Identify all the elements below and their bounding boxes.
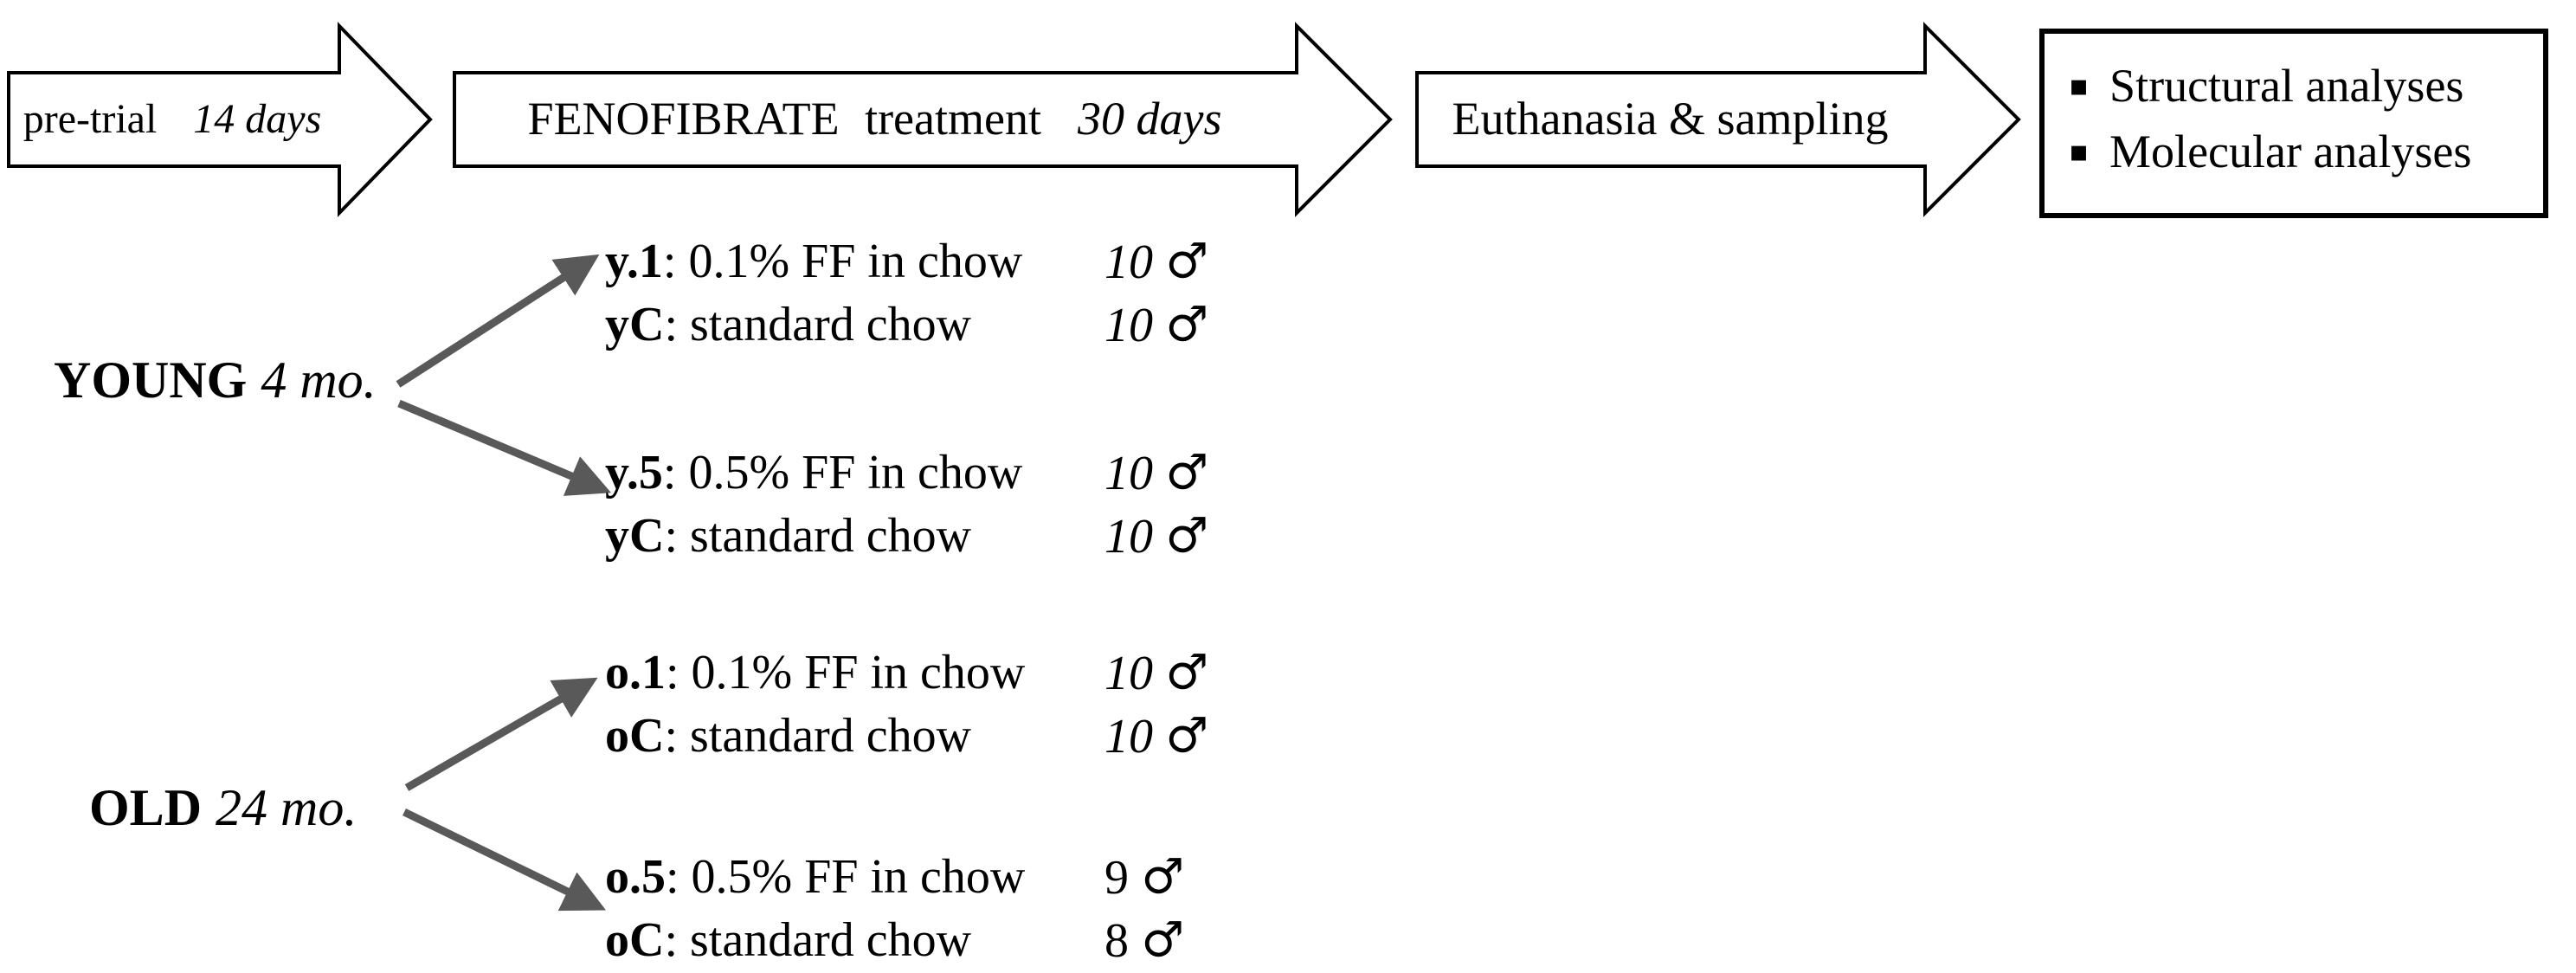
group-count: 10 bbox=[1104, 299, 1153, 352]
branch-arrow-young-up-icon bbox=[396, 254, 600, 388]
male-symbol: ♂ bbox=[1141, 849, 1185, 905]
step-label: FENOFIBRATE treatment bbox=[527, 93, 1041, 145]
group-row: o.5: 0.5% FF in chow 9♂ bbox=[605, 846, 1280, 909]
step-label: Euthanasia & sampling bbox=[1452, 93, 1889, 145]
flow-arrow-euthanasia bbox=[1415, 22, 2021, 217]
group-desc: : standard chow bbox=[664, 509, 972, 563]
male-symbol: ♂ bbox=[1165, 234, 1209, 290]
flow-step-treatment: FENOFIBRATE treatment 30 days bbox=[453, 71, 1297, 166]
group-count: 9 bbox=[1104, 851, 1129, 905]
group-y1: y.1: 0.1% FF in chow 10♂ yC: standard ch… bbox=[605, 230, 1280, 357]
flow-arrow-pretrial bbox=[7, 22, 433, 217]
group-desc: : 0.5% FF in chow bbox=[662, 446, 1023, 499]
flow-arrow-treatment bbox=[453, 22, 1393, 217]
outcome-item: ▪ Molecular analyses bbox=[2069, 119, 2543, 184]
cohort-age: 4 mo. bbox=[261, 351, 377, 409]
group-desc: : 0.1% FF in chow bbox=[662, 235, 1023, 288]
group-o1: o.1: 0.1% FF in chow 10♂ oC: standard ch… bbox=[605, 641, 1280, 768]
male-symbol: ♂ bbox=[1165, 645, 1209, 701]
group-row: o.1: 0.1% FF in chow 10♂ bbox=[605, 641, 1280, 705]
group-y5: y.5: 0.5% FF in chow 10♂ yC: standard ch… bbox=[605, 441, 1280, 568]
step-duration: 30 days bbox=[1077, 93, 1222, 145]
male-symbol: ♂ bbox=[1165, 297, 1209, 353]
square-bullet-icon: ▪ bbox=[2069, 68, 2090, 103]
group-row: yC: standard chow 10♂ bbox=[605, 505, 1280, 568]
step-duration: 14 days bbox=[193, 95, 322, 142]
group-row: oC: standard chow 10♂ bbox=[605, 705, 1280, 768]
group-code: o.5 bbox=[605, 850, 666, 904]
outcomes-box: ▪ Structural analyses ▪ Molecular analys… bbox=[2039, 29, 2548, 218]
group-code: y.1 bbox=[605, 235, 663, 288]
flow-step-euthanasia: Euthanasia & sampling bbox=[1415, 71, 1925, 166]
male-symbol: ♂ bbox=[1165, 508, 1209, 564]
male-symbol: ♂ bbox=[1141, 912, 1185, 969]
outcome-label: Structural analyses bbox=[2109, 60, 2464, 112]
male-symbol: ♂ bbox=[1165, 708, 1209, 764]
cohort-age: 24 mo. bbox=[216, 779, 357, 836]
group-count: 10 bbox=[1104, 235, 1153, 289]
male-symbol: ♂ bbox=[1165, 445, 1209, 501]
group-row: y.5: 0.5% FF in chow 10♂ bbox=[605, 441, 1280, 505]
group-code: yC bbox=[605, 509, 665, 563]
group-count: 10 bbox=[1104, 447, 1153, 500]
flow-step-pretrial: pre-trial 14 days bbox=[7, 71, 338, 166]
group-count: 10 bbox=[1104, 647, 1153, 700]
group-desc: : standard chow bbox=[664, 298, 972, 351]
cohort-name: OLD bbox=[89, 779, 203, 836]
group-desc: : 0.5% FF in chow bbox=[666, 850, 1026, 904]
group-count: 10 bbox=[1104, 510, 1153, 564]
group-row: y.1: 0.1% FF in chow 10♂ bbox=[605, 230, 1280, 293]
group-code: oC bbox=[605, 709, 665, 763]
outcome-item: ▪ Structural analyses bbox=[2069, 53, 2543, 119]
group-desc: : 0.1% FF in chow bbox=[666, 646, 1026, 699]
outcome-label: Molecular analyses bbox=[2109, 126, 2472, 177]
branch-arrow-young-down-icon bbox=[397, 399, 612, 496]
group-count: 8 bbox=[1104, 914, 1129, 968]
group-o5: o.5: 0.5% FF in chow 9♂ oC: standard cho… bbox=[605, 846, 1280, 972]
group-code: oC bbox=[605, 913, 665, 967]
group-row: oC: standard chow 8♂ bbox=[605, 909, 1280, 972]
group-desc: : standard chow bbox=[664, 913, 972, 967]
group-code: yC bbox=[605, 298, 665, 351]
step-label: pre-trial bbox=[23, 95, 158, 142]
group-code: y.5 bbox=[605, 446, 663, 499]
branch-arrow-old-up-icon bbox=[404, 677, 598, 791]
group-count: 10 bbox=[1104, 710, 1153, 764]
group-row: yC: standard chow 10♂ bbox=[605, 293, 1280, 357]
branch-arrow-old-down-icon bbox=[402, 808, 607, 912]
group-code: o.1 bbox=[605, 646, 666, 699]
group-desc: : standard chow bbox=[664, 709, 972, 763]
square-bullet-icon: ▪ bbox=[2069, 134, 2090, 169]
cohort-name: YOUNG bbox=[54, 351, 248, 409]
